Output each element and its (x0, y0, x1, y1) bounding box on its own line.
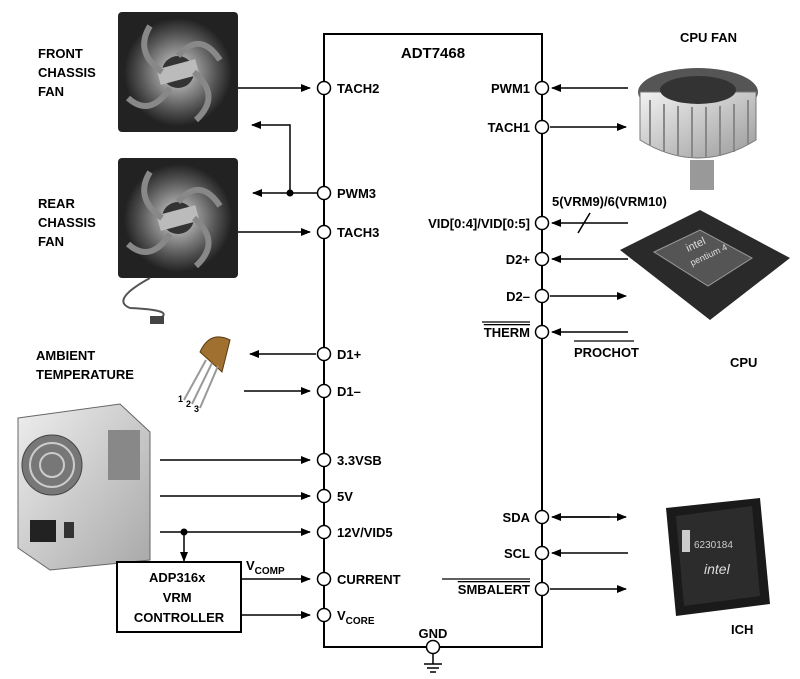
prochot-label: PROCHOT (574, 345, 639, 360)
label-vcore: VCORE (337, 608, 375, 627)
cpu-image: intel pentium 4 (620, 210, 790, 320)
pin-12v (316, 524, 332, 540)
pin-vcore (316, 607, 332, 623)
right-pin-labels: PWM1 TACH1 VID[0:4]/VID[0:5] D2+ D2– THE… (428, 81, 530, 597)
label-12v: 12V/VID5 (337, 525, 393, 540)
overbars (442, 321, 634, 580)
psu-image (17, 403, 151, 571)
vrm-controller-label: ADP316x VRM CONTROLLER (134, 570, 225, 625)
rear-fan-image (118, 158, 238, 324)
cpu-label: CPU (730, 355, 757, 370)
left-pin-labels: TACH2 PWM3 TACH3 D1+ D1– 3.3VSB 5V 12V/V… (337, 81, 401, 627)
fan-wiring (238, 84, 318, 236)
pin-d2m (534, 288, 550, 304)
label-tach2: TACH2 (337, 81, 379, 96)
pwm3-junction-dot (286, 189, 294, 197)
psu-wiring (160, 456, 311, 562)
right-wiring (550, 84, 628, 593)
pin-tach1 (534, 119, 550, 135)
svg-text:3: 3 (194, 404, 199, 414)
label-tach1: TACH1 (488, 120, 530, 135)
vid-bus-label: 5(VRM9)/6(VRM10) (552, 194, 667, 209)
ambient-label: AMBIENT TEMPERATURE (36, 348, 134, 382)
vrm-controller-box (116, 561, 242, 633)
pin-d2p (534, 251, 550, 267)
label-therm: THERM (484, 325, 530, 340)
ambient-wiring (244, 350, 316, 395)
label-sda: SDA (503, 510, 531, 525)
pin-tach2 (316, 80, 332, 96)
chip-name: ADT7468 (401, 45, 465, 62)
label-tach3: TACH3 (337, 225, 379, 240)
label-d2p: D2+ (506, 252, 531, 267)
pin-d1p (316, 346, 332, 362)
label-vid: VID[0:4]/VID[0:5] (428, 216, 530, 231)
svg-text:1: 1 (178, 394, 183, 404)
rear-fan-label: REAR CHASSIS FAN (38, 196, 99, 249)
label-pwm3: PWM3 (337, 186, 376, 201)
pin-tach3 (316, 224, 332, 240)
front-fan-label: FRONT CHASSIS FAN (38, 46, 99, 99)
label-d1p: D1+ (337, 347, 362, 362)
pin-smbalert (534, 581, 550, 597)
ich-image: 6230184 intel (666, 498, 770, 616)
ich-label: ICH (731, 622, 753, 637)
cpu-fan-image (638, 68, 758, 190)
pin-pwm1 (534, 80, 550, 96)
pin-vid (534, 215, 550, 231)
gnd-label: GND (419, 626, 448, 641)
left-pins (316, 80, 332, 623)
pin-sda (534, 509, 550, 525)
label-d2m: D2– (506, 289, 530, 304)
right-pins (534, 80, 550, 597)
pin-therm (534, 324, 550, 340)
label-scl: SCL (504, 546, 530, 561)
pin-pwm3 (316, 185, 332, 201)
svg-text:2: 2 (186, 399, 191, 409)
pin-current (316, 571, 332, 587)
label-3v3sb: 3.3VSB (337, 453, 382, 468)
pin-scl (534, 545, 550, 561)
svg-text:intel: intel (704, 561, 731, 577)
label-d1m: D1– (337, 384, 361, 399)
ground-symbol (424, 639, 442, 673)
vcomp-label: VCOMP (246, 558, 285, 577)
chip-body (323, 33, 543, 648)
vrm-wiring (241, 575, 311, 619)
label-current: CURRENT (337, 572, 401, 587)
12v-junction-dot (180, 528, 188, 536)
front-fan-image (118, 12, 238, 132)
label-pwm1: PWM1 (491, 81, 530, 96)
label-5v: 5V (337, 489, 353, 504)
svg-text:6230184: 6230184 (694, 540, 733, 551)
pin-3v3sb (316, 452, 332, 468)
transistor-image: 1 2 3 (178, 336, 231, 414)
pin-5v (316, 488, 332, 504)
pin-d1m (316, 383, 332, 399)
label-smbalert: SMBALERT (458, 582, 530, 597)
cpu-fan-label: CPU FAN (680, 30, 737, 45)
